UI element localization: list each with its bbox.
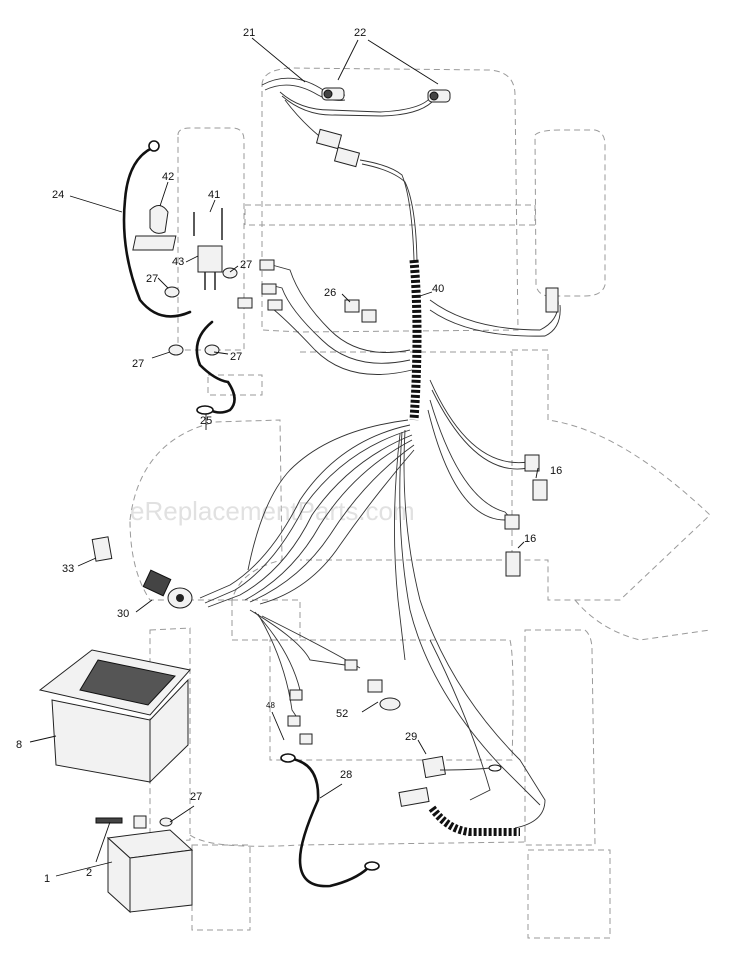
starter-solenoid-43 — [132, 205, 238, 356]
watermark: eReplacementParts.com — [130, 496, 415, 526]
callout-33: 33 — [62, 563, 74, 575]
connector-16-lower — [504, 514, 521, 577]
switch-29 — [398, 755, 502, 807]
callout-27-c: 27 — [132, 358, 144, 370]
callout-24: 24 — [52, 189, 64, 201]
battery-cable-24 — [122, 140, 192, 318]
callout-30: 30 — [117, 608, 129, 620]
callout-27-b: 27 — [240, 259, 252, 271]
callout-40: 40 — [432, 283, 444, 295]
callout-21: 21 — [243, 27, 255, 39]
harness-wrap-40 — [409, 259, 422, 421]
battery-box-8 — [38, 649, 191, 784]
diode-52 — [367, 679, 401, 711]
connectors-26 — [344, 299, 377, 323]
headlight-socket-left — [321, 87, 345, 101]
callout-8: 8 — [16, 739, 22, 751]
callout-42: 42 — [162, 171, 174, 183]
callout-16-b: 16 — [524, 533, 536, 545]
rear-connector — [545, 287, 559, 313]
callout-2: 2 — [86, 867, 92, 879]
callout-48: 48 — [266, 701, 275, 710]
battery-cable-28 — [280, 753, 380, 888]
callout-27-a: 27 — [146, 273, 158, 285]
connector-16-upper — [524, 454, 548, 501]
main-harness — [199, 77, 561, 829]
leader-lines — [29, 37, 539, 877]
callout-41: 41 — [208, 189, 220, 201]
callout-26: 26 — [324, 287, 336, 299]
top-connector — [315, 128, 361, 168]
callout-1: 1 — [44, 873, 50, 885]
callout-52: 52 — [336, 708, 348, 720]
lower-connectors — [287, 659, 358, 745]
callout-29: 29 — [405, 731, 417, 743]
coiled-cord — [428, 805, 520, 836]
callout-27-d: 27 — [230, 351, 242, 363]
headlight-socket-right — [427, 89, 451, 103]
frame-outline — [129, 67, 711, 939]
battery-1 — [95, 815, 194, 914]
callout-28: 28 — [340, 769, 352, 781]
callout-22: 22 — [354, 27, 366, 39]
callout-43: 43 — [172, 256, 184, 268]
ground-cable-25 — [195, 320, 236, 415]
callouts: 21 22 24 42 41 43 27 27 27 27 27 26 40 2… — [16, 27, 562, 885]
solenoid-connectors — [237, 259, 283, 311]
switch-33 — [91, 536, 113, 562]
ignition-switch-30 — [142, 569, 193, 609]
callout-25: 25 — [200, 415, 212, 427]
callout-27-e: 27 — [190, 791, 202, 803]
callout-16-a: 16 — [550, 465, 562, 477]
